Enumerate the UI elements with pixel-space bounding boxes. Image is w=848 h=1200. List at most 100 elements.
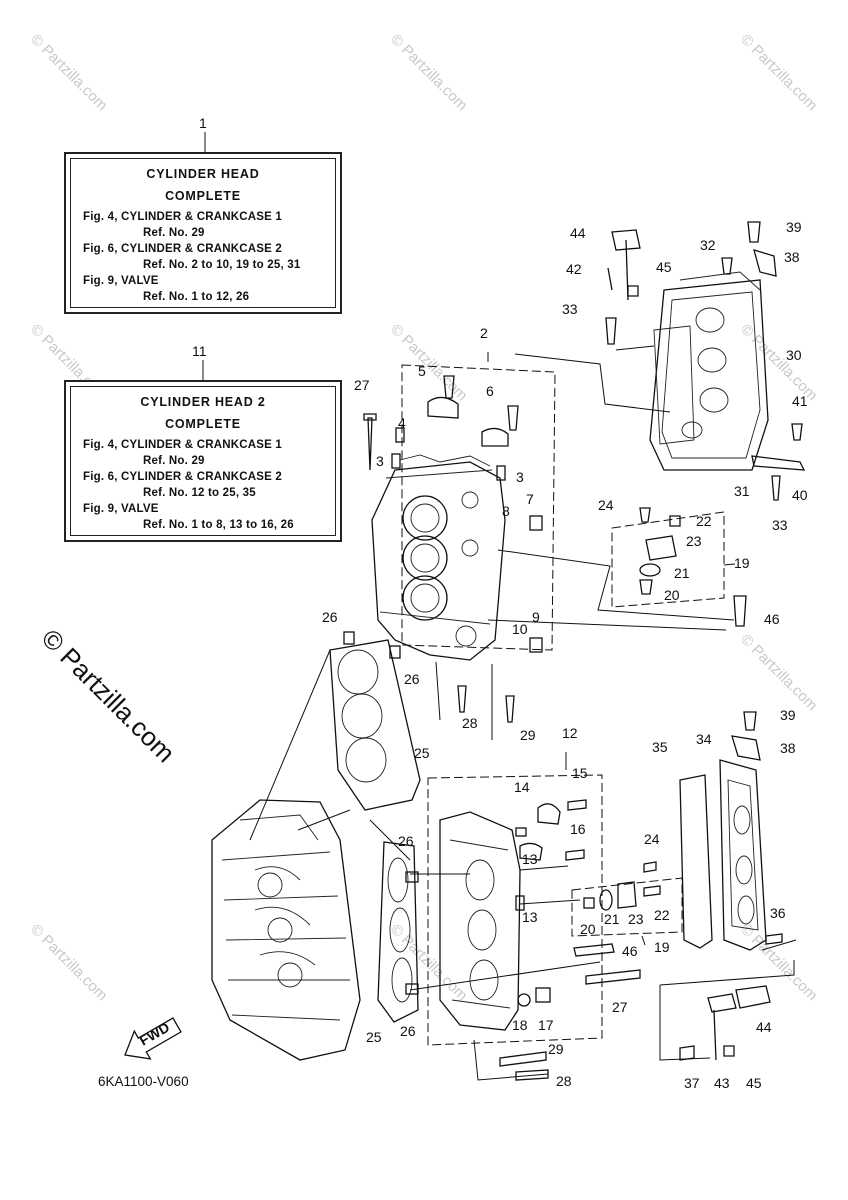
infobox-line: Ref. No. 12 to 25, 35 [143,487,256,499]
cylinder-head-upper-drawing [371,454,506,661]
part-callout: 30 [786,347,802,363]
part-callout: 16 [570,821,586,837]
part-callout: 25 [414,745,430,761]
part-callout: 29 [520,727,536,743]
bolt-28-upper [457,685,467,713]
part-callout: 18 [512,1017,528,1033]
part-callout: 38 [780,740,796,756]
pin-3-b [496,465,506,481]
part-callout: 39 [786,219,802,235]
watermark-text: © Partzilla.com [27,31,110,114]
part-callout: 2 [480,325,488,341]
part-callout: 19 [654,939,670,955]
parts-linework [124,221,806,1081]
part-callout: 37 [684,1075,700,1091]
infobox-title-line: CYLINDER HEAD 2 [140,395,266,409]
bolt-29-upper [505,695,515,723]
part-callout: 41 [792,393,808,409]
watermark-text: © Partzilla.com [737,921,820,1004]
part-callout: 44 [570,225,586,241]
bolt-15 [567,799,587,811]
cylinder-head-cover-upper [649,271,769,471]
group-outline-2 [401,364,556,651]
infobox-line: Fig. 6, CYLINDER & CRANKCASE 2 [83,243,282,255]
group-outline-19-lower [571,877,683,937]
part-callout: 13 [522,909,538,925]
infobox-title-line: COMPLETE [165,189,241,203]
part-callout: 27 [612,999,628,1015]
part-callout: 5 [418,363,426,379]
infobox-cylinder-head: CYLINDER HEAD COMPLETE Fig. 4, CYLINDER … [64,152,342,314]
bolt-16 [565,849,585,861]
part-callout: 9 [532,609,540,625]
group-outline-12 [427,774,603,1046]
part-callout: 46 [622,943,638,959]
part-callout: 29 [548,1041,564,1057]
part-callout: 7 [526,491,534,507]
diagram-ref-number: 6KA1100-V060 [98,1074,189,1089]
cam-cap-upper-a [427,396,459,419]
part-callout: 26 [400,1023,416,1039]
part-callout: 10 [512,621,528,637]
part-callout: 34 [696,731,712,747]
bolt-6 [507,405,519,431]
part-callout: 24 [598,497,614,513]
part-callout: 39 [780,707,796,723]
part-callout: 42 [566,261,582,277]
part-callout: 27 [354,377,370,393]
infobox-line: Ref. No. 29 [143,227,205,239]
part-callout: 45 [656,259,672,275]
part-callout: 3 [516,469,524,485]
head-gasket-upper [329,639,421,811]
watermark-text: © Partzilla.com [387,31,470,114]
part-callout: 17 [538,1017,554,1033]
watermark-text: © Partzilla.com [387,921,470,1004]
part-callout: 4 [398,415,406,431]
pin-4 [395,427,405,443]
part-callout: 24 [644,831,660,847]
part-callout: 22 [696,513,712,529]
part-callout: 23 [686,533,702,549]
infobox-cylinder-head-2: CYLINDER HEAD 2 COMPLETE Fig. 4, CYLINDE… [64,380,342,542]
part-callout: 13 [522,851,538,867]
cam-cap-upper-b [481,427,509,447]
part-callout: 28 [556,1073,572,1089]
part-callout: 40 [792,487,808,503]
engine-block-drawing [211,799,361,1061]
plug-7 [529,515,543,531]
infobox-line: Ref. No. 1 to 12, 26 [143,291,250,303]
plug-9 [529,637,543,653]
part-callout: 33 [772,517,788,533]
infobox-title-line: COMPLETE [165,417,241,431]
part-callout: 46 [764,611,780,627]
fwd-arrow [124,1017,182,1060]
watermark-text: © Partzilla.com [387,321,470,404]
infobox-1-callout: 1 [199,115,207,131]
part-callout: 20 [664,587,680,603]
head-gasket-lower [377,841,419,1023]
infobox-line: Fig. 9, VALVE [83,275,159,287]
part-callout: 44 [756,1019,772,1035]
part-callout: 21 [604,911,620,927]
infobox-line: Ref. No. 2 to 10, 19 to 25, 31 [143,259,301,271]
part-callout: 14 [514,779,530,795]
part-callout: 21 [674,565,690,581]
fwd-label: FWD [137,1019,173,1049]
part-callout: 26 [404,671,420,687]
infobox-line: Fig. 4, CYLINDER & CRANKCASE 1 [83,439,282,451]
part-callout: 20 [580,921,596,937]
watermark-text: © Partzilla.com [737,321,820,404]
infobox-frame: CYLINDER HEAD COMPLETE Fig. 4, CYLINDER … [70,158,336,308]
part-callout: 26 [398,833,414,849]
infobox-line: Ref. No. 1 to 8, 13 to 16, 26 [143,519,294,531]
watermark-text: © Partzilla.com [27,921,110,1004]
part-callout: 22 [654,907,670,923]
infobox-11-callout: 11 [192,343,207,359]
infobox-line: Fig. 9, VALVE [83,503,159,515]
part-callout: 3 [376,453,384,469]
part-callout: 25 [366,1029,382,1045]
part-callout: 12 [562,725,578,741]
part-callout: 36 [770,905,786,921]
part-callout: 31 [734,483,750,499]
